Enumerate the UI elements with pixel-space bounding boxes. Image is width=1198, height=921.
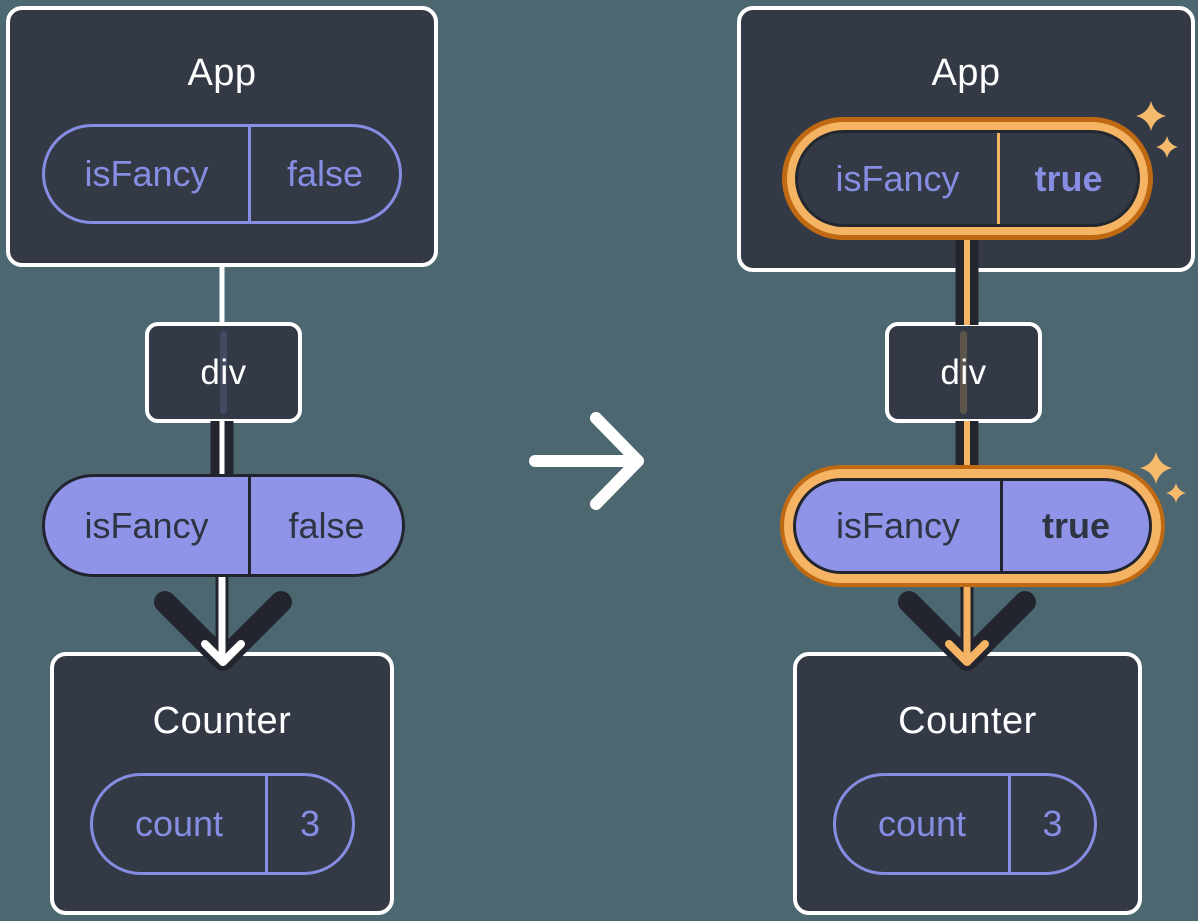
prop-name-cell: isFancy xyxy=(84,153,209,194)
state-value-cell: 3 xyxy=(1008,776,1094,872)
sparkle-icon xyxy=(1166,483,1186,503)
div-card-after: div xyxy=(885,322,1042,423)
highlight-ring-inner: isFancy true xyxy=(784,469,1161,583)
sparkle-icon xyxy=(1140,452,1172,484)
state-name-cell: count xyxy=(877,803,967,844)
transition-arrow-icon xyxy=(529,412,644,510)
counter-title-before: Counter xyxy=(152,700,292,742)
state-value-cell: 3 xyxy=(265,776,352,872)
prop-name-cell: isFancy xyxy=(835,505,961,546)
prop-name-cell: isFancy xyxy=(835,157,960,199)
state-name-cell: count xyxy=(134,803,224,844)
div-label: div xyxy=(940,352,987,392)
prop-value-cell: true xyxy=(1000,481,1149,571)
passed-prop-pill-after: isFancy true xyxy=(793,478,1152,574)
counter-state-pill-before: count 3 xyxy=(90,773,355,875)
line-ghost xyxy=(959,331,967,414)
passed-prop-pill-before: isFancy false xyxy=(42,474,405,577)
app-prop-pill-after: isFancy true xyxy=(795,130,1140,227)
highlight-ring-inner: isFancy true xyxy=(787,122,1148,235)
prop-value-cell: false xyxy=(248,127,399,221)
counter-state-pill-after: count 3 xyxy=(833,773,1097,875)
app-prop-pill-before: isFancy false xyxy=(42,124,402,224)
counter-title-after: Counter xyxy=(898,700,1037,742)
app-title-after: App xyxy=(931,52,1001,94)
highlight-ring: isFancy true xyxy=(780,465,1165,587)
prop-value-cell: false xyxy=(248,477,402,574)
highlight-ring: isFancy true xyxy=(782,117,1153,240)
app-title-before: App xyxy=(187,52,257,94)
line-ghost xyxy=(219,331,227,414)
prop-value-cell: true xyxy=(997,133,1137,224)
div-label: div xyxy=(200,352,247,392)
right-connector xyxy=(898,230,1036,671)
prop-name-cell: isFancy xyxy=(84,504,209,546)
div-card-before: div xyxy=(145,322,302,423)
